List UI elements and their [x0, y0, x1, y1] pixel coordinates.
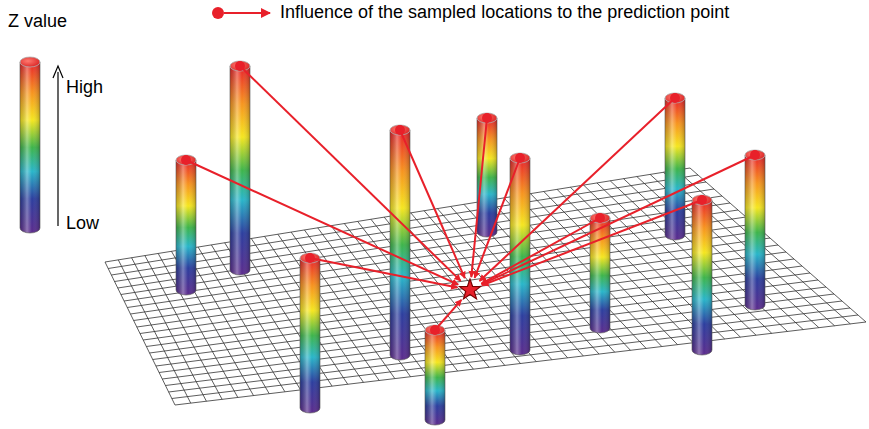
- legend-sample: [210, 3, 272, 23]
- column-body: [176, 160, 196, 295]
- up-arrowhead: [53, 66, 63, 78]
- z-value-bar: [20, 57, 63, 233]
- column-body: [692, 200, 712, 355]
- influence-arrow: [310, 258, 457, 288]
- sample-dot: [395, 125, 405, 135]
- sample-dot: [750, 150, 760, 160]
- sample-columns: [176, 61, 765, 425]
- column-body: [425, 330, 445, 425]
- column-cap: [300, 253, 320, 263]
- sample-dot: [430, 325, 440, 335]
- column-shade: [20, 62, 40, 233]
- column-body: [590, 218, 610, 333]
- sample-column: [477, 113, 497, 237]
- column-shade: [510, 158, 530, 355]
- influence-arrow: [186, 160, 458, 285]
- influence-arrow: [475, 158, 520, 278]
- sample-dot: [235, 61, 245, 71]
- grid-line: [165, 301, 842, 386]
- sample-dot: [697, 195, 707, 205]
- column-body: [20, 62, 40, 233]
- sample-column: [300, 253, 320, 413]
- column-shade: [390, 130, 410, 360]
- column-body: [665, 98, 685, 240]
- column-shade: [590, 218, 610, 333]
- sample-dot: [515, 153, 525, 163]
- influence-arrows: [181, 61, 760, 335]
- legend: Influence of the sampled locations to th…: [210, 2, 729, 23]
- scale-label: High: [66, 78, 103, 98]
- legend-text: Influence of the sampled locations to th…: [280, 2, 729, 23]
- sample-column: [425, 325, 445, 425]
- column-cap: [665, 93, 685, 103]
- column-cap: [510, 153, 530, 163]
- column-shade: [300, 258, 320, 413]
- up-arrow: [57, 72, 58, 226]
- sample-column: [230, 61, 250, 275]
- influence-arrow: [481, 218, 600, 284]
- influence-arrow: [240, 66, 461, 281]
- column-shade: [425, 330, 445, 425]
- column-shade: [665, 98, 685, 240]
- column-cap: [477, 113, 497, 123]
- influence-arrow: [400, 130, 465, 278]
- sample-column: [176, 155, 196, 295]
- column-body: [390, 130, 410, 360]
- column-body: [300, 258, 320, 413]
- axis-title: Z value: [8, 12, 67, 32]
- column-body: [230, 66, 250, 275]
- sample-dot: [305, 253, 315, 263]
- column-cap: [230, 61, 250, 71]
- prediction-star: [460, 279, 481, 299]
- sample-dot: [595, 213, 605, 223]
- sample-column: [510, 153, 530, 355]
- sample-column: [692, 195, 712, 355]
- sample-column: [745, 150, 765, 310]
- column-shade: [477, 118, 497, 237]
- sample-dot: [482, 113, 492, 123]
- column-shade: [176, 160, 196, 295]
- sample-column: [390, 125, 410, 360]
- column-cap: [425, 325, 445, 335]
- sample-dot: [670, 93, 680, 103]
- column-shade: [692, 200, 712, 355]
- influence-arrow: [435, 300, 461, 330]
- grid-line: [169, 308, 850, 392]
- scale-label: Low: [66, 214, 99, 234]
- column-body: [477, 118, 497, 237]
- sample-column: [665, 93, 685, 240]
- column-shade: [230, 66, 250, 275]
- column-body: [745, 155, 765, 310]
- z-value-column: [20, 57, 40, 233]
- sample-dot: [181, 155, 191, 165]
- influence-arrow: [482, 200, 702, 285]
- column-shade: [745, 155, 765, 310]
- column-cap: [390, 125, 410, 135]
- column-cap: [20, 57, 40, 67]
- column-body: [510, 158, 530, 355]
- influence-arrow: [482, 155, 755, 284]
